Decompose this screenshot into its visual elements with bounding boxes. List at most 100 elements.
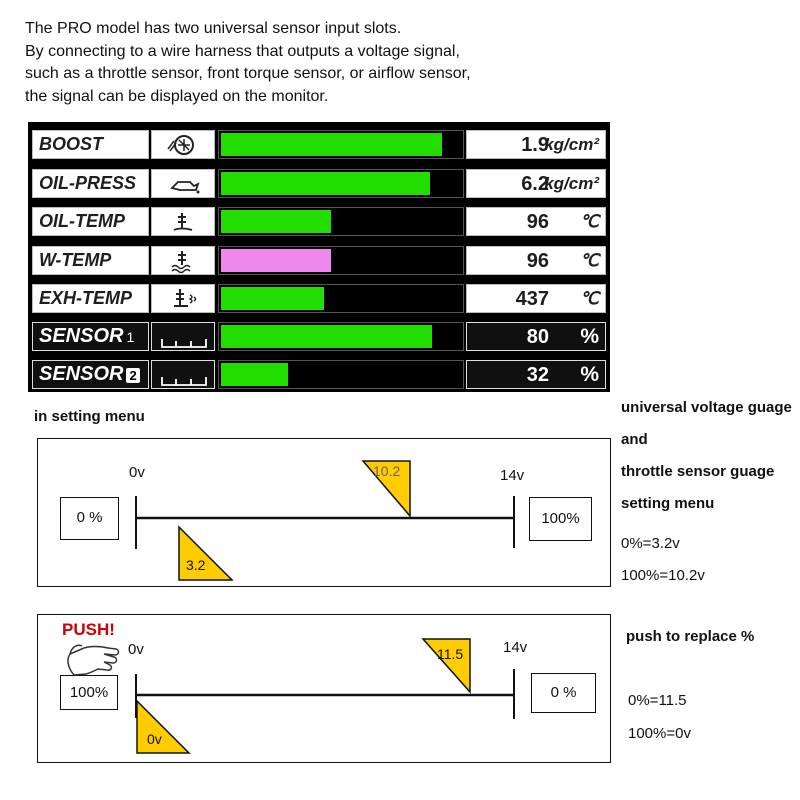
setting-panel-reversed	[37, 614, 611, 763]
gauge-value: 6.2	[521, 173, 549, 195]
left-volt-label: 0v	[129, 464, 145, 481]
coolant-thermometer-icon	[151, 246, 215, 275]
gauge-bar-track	[218, 246, 464, 275]
gauge-value: 32	[526, 364, 549, 386]
gauge-unit: %	[580, 325, 599, 348]
sidebar-line-4: setting menu	[621, 495, 715, 512]
low-voltage-marker[interactable]	[178, 525, 234, 581]
gauge-bar-fill	[221, 363, 289, 386]
gauge-label-text: SENSOR	[39, 363, 124, 385]
sidebar-line-8: 0%=11.5	[628, 692, 687, 709]
zero-percent-box: 0 %	[60, 497, 119, 540]
gauge-label-text: SENSOR	[39, 325, 124, 347]
oil-thermometer-icon	[151, 207, 215, 236]
low-voltage-value-2: 0v	[147, 731, 162, 747]
gauge-bar-track	[218, 322, 464, 351]
gauge-bar-track	[218, 207, 464, 236]
hundred-percent-box-2[interactable]: 100%	[60, 675, 118, 710]
gauge-label: EXH-TEMP	[32, 284, 149, 313]
sidebar-line-1: universal voltage guage	[621, 399, 792, 416]
sidebar-line-9: 100%=0v	[628, 725, 691, 742]
gauge-unit: ℃	[579, 289, 599, 308]
intro-line-3: such as a throttle sensor, front torque …	[25, 65, 471, 82]
high-voltage-value: 10.2	[373, 463, 401, 479]
low-voltage-marker-2[interactable]	[136, 699, 191, 754]
gauge-bar-track	[218, 360, 464, 389]
oil-can-icon	[151, 169, 215, 198]
sidebar-line-2: and	[621, 431, 648, 448]
gauge-label-text: BOOST	[39, 134, 104, 154]
gauge-label-text: EXH-TEMP	[39, 288, 133, 308]
turbo-icon	[151, 130, 215, 159]
gauge-value: 96	[526, 250, 549, 272]
sensor-connector-icon	[151, 322, 215, 351]
intro-line-4: the signal can be displayed on the monit…	[25, 87, 329, 105]
intro-line-1: The PRO model has two universal sensor i…	[25, 20, 402, 37]
high-voltage-value-2: 11.5	[437, 646, 464, 662]
low-voltage-value: 3.2	[186, 557, 206, 573]
gauge-unit: kg/cm²	[544, 135, 599, 154]
push-label: PUSH!	[62, 620, 115, 639]
right-volt-label-2: 14v	[503, 639, 528, 656]
gauge-bar-fill	[221, 133, 442, 156]
gauge-value-box: 96 ℃	[466, 207, 606, 236]
gauge-bar-fill	[221, 287, 325, 310]
gauge-value: 80	[526, 326, 549, 348]
sensor-number: 1	[126, 329, 135, 345]
gauge-bar-fill	[221, 210, 332, 233]
gauge-value-box: 437 ℃	[466, 284, 606, 313]
gauge-row: OIL-TEMP 96 ℃	[32, 205, 606, 238]
gauge-value-box: 80%	[466, 322, 606, 351]
high-voltage-marker[interactable]	[361, 460, 411, 519]
gauge-unit: ℃	[579, 251, 599, 270]
gauge-row: W-TEMP 96 ℃	[32, 244, 606, 277]
gauge-value: 1.9	[521, 134, 549, 156]
right-volt-label: 14v	[500, 467, 525, 484]
gauge-bar-fill	[221, 172, 430, 195]
gauge-label: OIL-TEMP	[32, 207, 149, 236]
setting-caption: in setting menu	[34, 408, 145, 425]
exhaust-thermometer-icon	[151, 284, 215, 313]
gauge-unit: kg/cm²	[544, 174, 599, 193]
pointing-hand-icon	[67, 644, 120, 676]
gauge-bar-fill	[221, 325, 433, 348]
gauge-label-text: OIL-TEMP	[39, 211, 125, 231]
intro-line-2: By connecting to a wire harness that out…	[25, 42, 460, 60]
sensor-number: 2	[126, 368, 140, 383]
gauge-unit: %	[580, 363, 599, 386]
gauge-value: 96	[526, 211, 549, 233]
sidebar-line-5: 0%=3.2v	[621, 535, 680, 552]
gauge-label: OIL-PRESS	[32, 169, 149, 198]
gauge-value-box: 96 ℃	[466, 246, 606, 275]
high-voltage-marker-2[interactable]	[421, 638, 471, 694]
setting-panel-normal	[37, 438, 611, 587]
sidebar-line-3: throttle sensor guage	[621, 463, 775, 480]
left-volt-label-2: 0v	[128, 641, 144, 658]
hundred-percent-box: 100%	[529, 497, 592, 541]
gauge-unit: ℃	[579, 212, 599, 231]
gauge-bar-track	[218, 130, 464, 159]
sensor-connector-icon	[151, 360, 215, 389]
gauge-value: 437	[515, 288, 549, 310]
gauge-bar-track	[218, 169, 464, 198]
gauge-row: EXH-TEMP 437 ℃	[32, 282, 606, 315]
gauge-label-text: W-TEMP	[39, 250, 112, 270]
gauge-value-box: 32%	[466, 360, 606, 389]
sidebar-line-6: 100%=10.2v	[621, 567, 705, 584]
intro-text: The PRO model has two universal sensor i…	[25, 18, 585, 108]
gauge-label: BOOST	[32, 130, 149, 159]
gauge-bar-fill	[221, 249, 332, 272]
gauge-bar-track	[218, 284, 464, 313]
zero-percent-box-2: 0 %	[531, 673, 596, 713]
